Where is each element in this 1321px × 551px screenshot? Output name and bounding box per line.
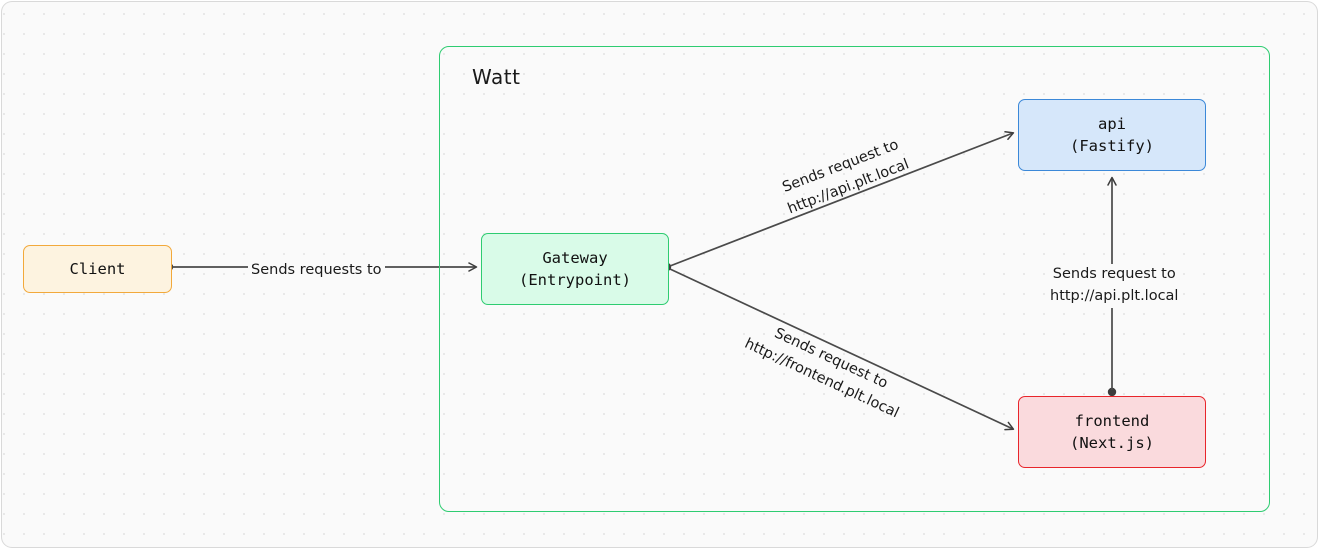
group-watt-label: Watt <box>472 65 521 89</box>
node-frontend-line1: frontend <box>1074 412 1150 430</box>
node-client-line1: Client <box>69 260 126 278</box>
node-gateway-line1: Gateway <box>542 249 608 267</box>
group-watt[interactable] <box>439 46 1270 512</box>
edge-label-client-to-gateway: Sends requests to <box>248 260 385 282</box>
edge-label-frontend-to-api-line1: Sends request to <box>1052 266 1176 282</box>
edge-label-frontend-to-api: Sends request to http://api.plt.local <box>1047 264 1182 308</box>
node-api-line2: (Fastify) <box>1070 137 1154 155</box>
edge-label-frontend-to-api-line2: http://api.plt.local <box>1050 287 1179 304</box>
node-gateway[interactable]: Gateway (Entrypoint) <box>481 233 669 305</box>
node-frontend-line2: (Next.js) <box>1070 434 1154 452</box>
node-gateway-line2: (Entrypoint) <box>519 271 631 289</box>
node-api-line1: api <box>1098 115 1126 133</box>
node-frontend[interactable]: frontend (Next.js) <box>1018 396 1206 468</box>
node-client[interactable]: Client <box>23 245 172 293</box>
node-api[interactable]: api (Fastify) <box>1018 99 1206 171</box>
